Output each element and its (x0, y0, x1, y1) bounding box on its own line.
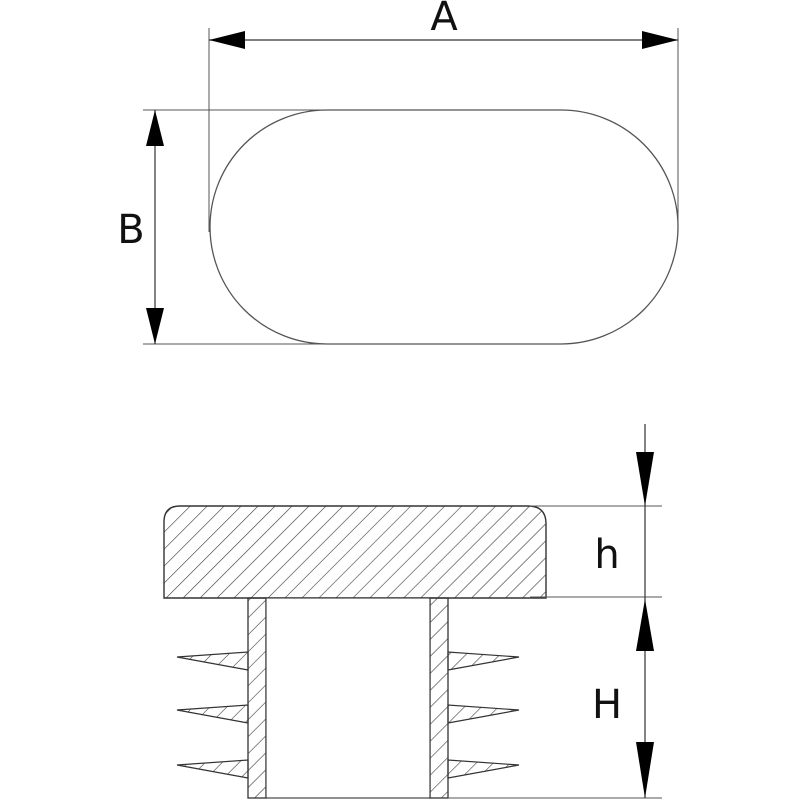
left-wall (247, 597, 267, 799)
cap-head-outline (163, 505, 547, 599)
left-fin-3 (176, 759, 249, 779)
h-small-arrow-top (636, 452, 654, 506)
right-fin-2 (447, 704, 520, 724)
left-fin-1 (176, 651, 249, 671)
inner-hollow (265, 597, 431, 799)
cap-head-hatch (164, 506, 546, 598)
h-large-arrow-bottom (636, 742, 654, 798)
a-arrow-right (642, 31, 678, 49)
right-fin-1 (447, 651, 520, 671)
a-arrow-left (209, 31, 245, 49)
dimension-label-h-large: H (592, 682, 622, 728)
dimension-label-h-small: h (594, 532, 619, 578)
h-large-arrow-top (636, 599, 654, 651)
b-arrow-bottom (146, 308, 164, 344)
right-fin-3 (447, 759, 520, 779)
section-view: h H (163, 424, 662, 799)
right-wall (429, 597, 449, 799)
top-view: A B (117, 0, 679, 345)
b-arrow-top (146, 110, 164, 146)
oval-outline (209, 109, 679, 345)
dimension-label-b: B (117, 207, 144, 253)
dimension-label-a: A (430, 0, 458, 40)
left-fin-2 (176, 704, 249, 724)
